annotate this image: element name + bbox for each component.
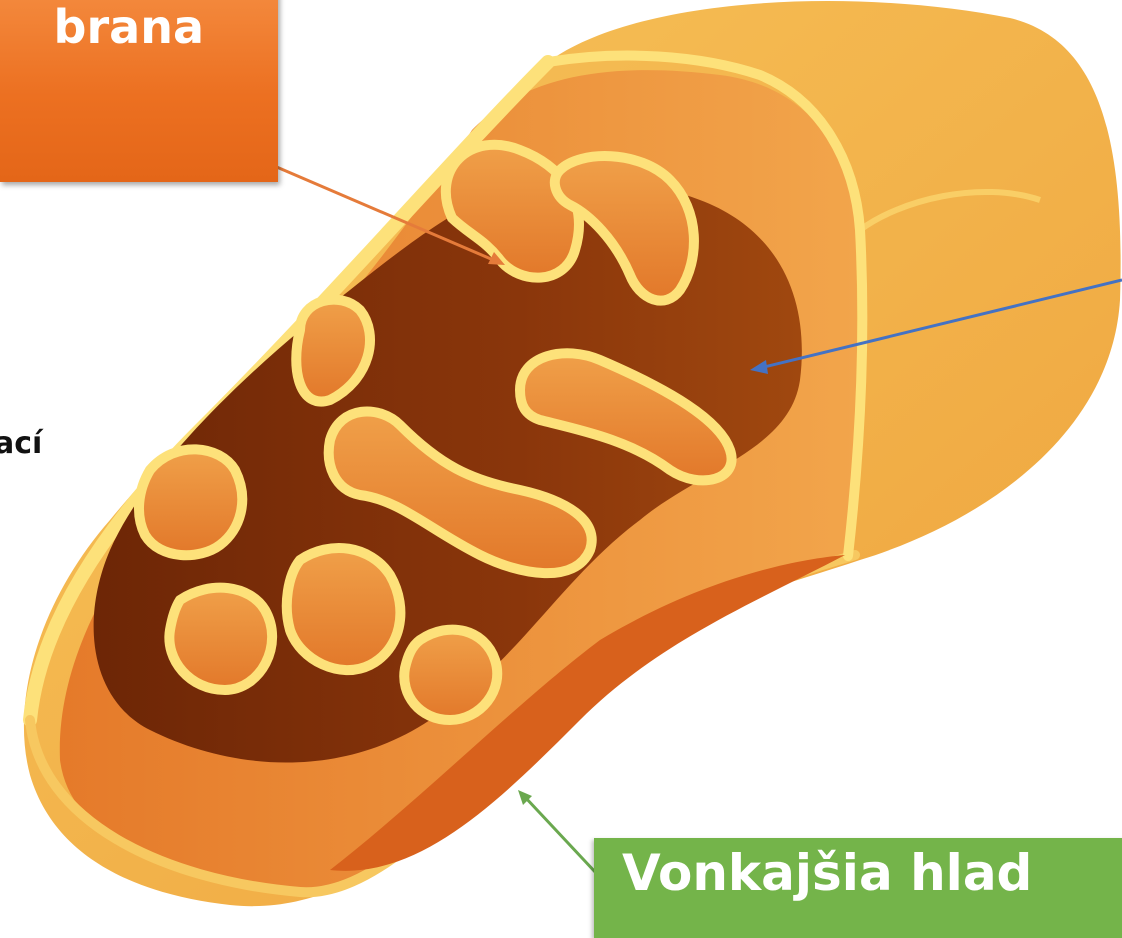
outer-membrane-label: Vonkajšia hlad bbox=[594, 838, 1122, 938]
inner-membrane-label: brana bbox=[0, 0, 278, 182]
crista-5 bbox=[139, 449, 242, 555]
crista-8 bbox=[404, 630, 497, 720]
crista-7 bbox=[287, 548, 401, 670]
inner-membrane-label-text: brana bbox=[54, 4, 204, 50]
outer-membrane-label-text: Vonkajšia hlad bbox=[622, 844, 1032, 902]
crista-6 bbox=[169, 588, 272, 690]
side-label-text: ací bbox=[0, 426, 42, 461]
